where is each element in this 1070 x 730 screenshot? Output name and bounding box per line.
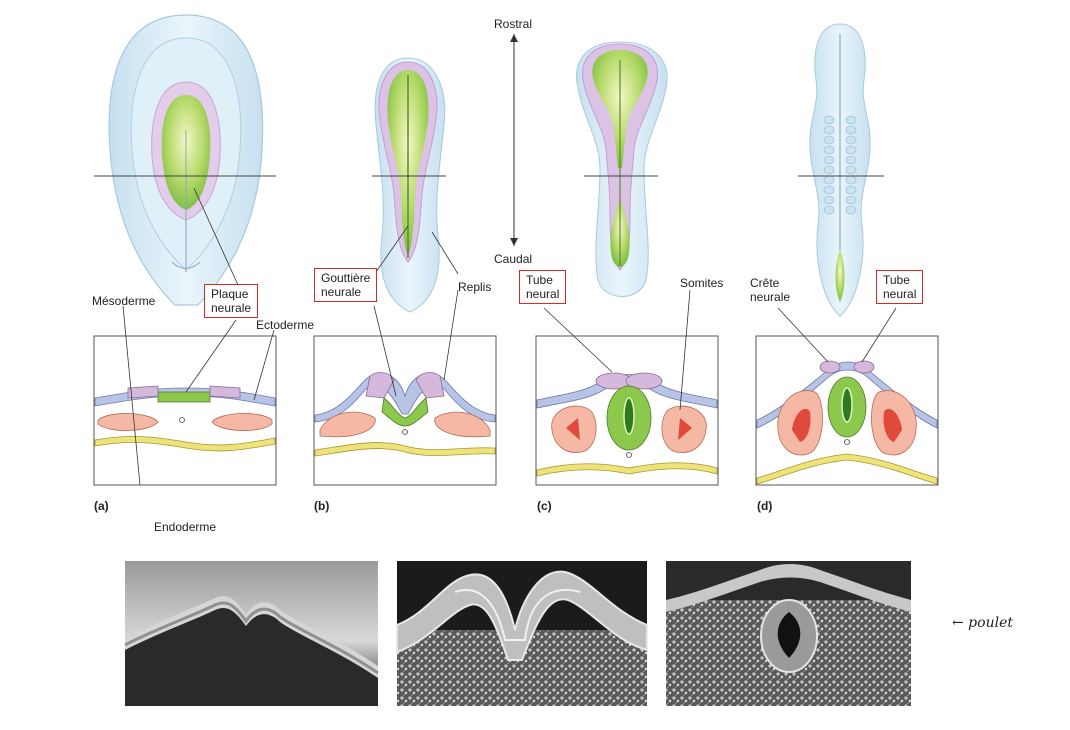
label-ectoderme: Ectoderme: [256, 318, 315, 332]
embryo-a: [94, 14, 276, 306]
label-plaque-neurale: Plaque neurale: [204, 284, 259, 318]
label-rostral: Rostral: [494, 17, 533, 31]
sem-photo-2: [396, 561, 648, 706]
panel-label-d: (d): [757, 499, 773, 513]
leader-lines: [122, 187, 897, 486]
embryo-d: [798, 23, 884, 317]
label-somites: Somites: [680, 276, 724, 290]
section-a: [93, 335, 277, 486]
section-d: [755, 335, 939, 486]
label-mesoderme: Mésoderme: [92, 294, 156, 308]
rostral-caudal-axis: [510, 34, 518, 246]
label-tube-neural-c: Tube neural: [519, 270, 567, 304]
photo-note-poulet: ← poulet: [952, 615, 1013, 631]
label-endoderme: Endoderme: [154, 520, 217, 534]
panel-label-c: (c): [537, 499, 552, 513]
section-b: [313, 335, 497, 486]
label-replis: Replis: [458, 280, 492, 294]
label-caudal: Caudal: [494, 252, 533, 266]
embryo-b: [372, 57, 446, 313]
sem-photo-3: [666, 561, 911, 706]
sem-photo-1: [124, 561, 379, 706]
panel-label-a: (a): [94, 499, 109, 513]
embryo-c: [576, 41, 668, 297]
label-gouttiere-neurale: Gouttière neurale: [314, 268, 378, 302]
label-tube-neural-d: Tube neural: [876, 270, 924, 304]
section-c: [535, 335, 719, 486]
panel-label-b: (b): [314, 499, 330, 513]
label-crete-neurale: Crête neurale: [750, 276, 791, 304]
